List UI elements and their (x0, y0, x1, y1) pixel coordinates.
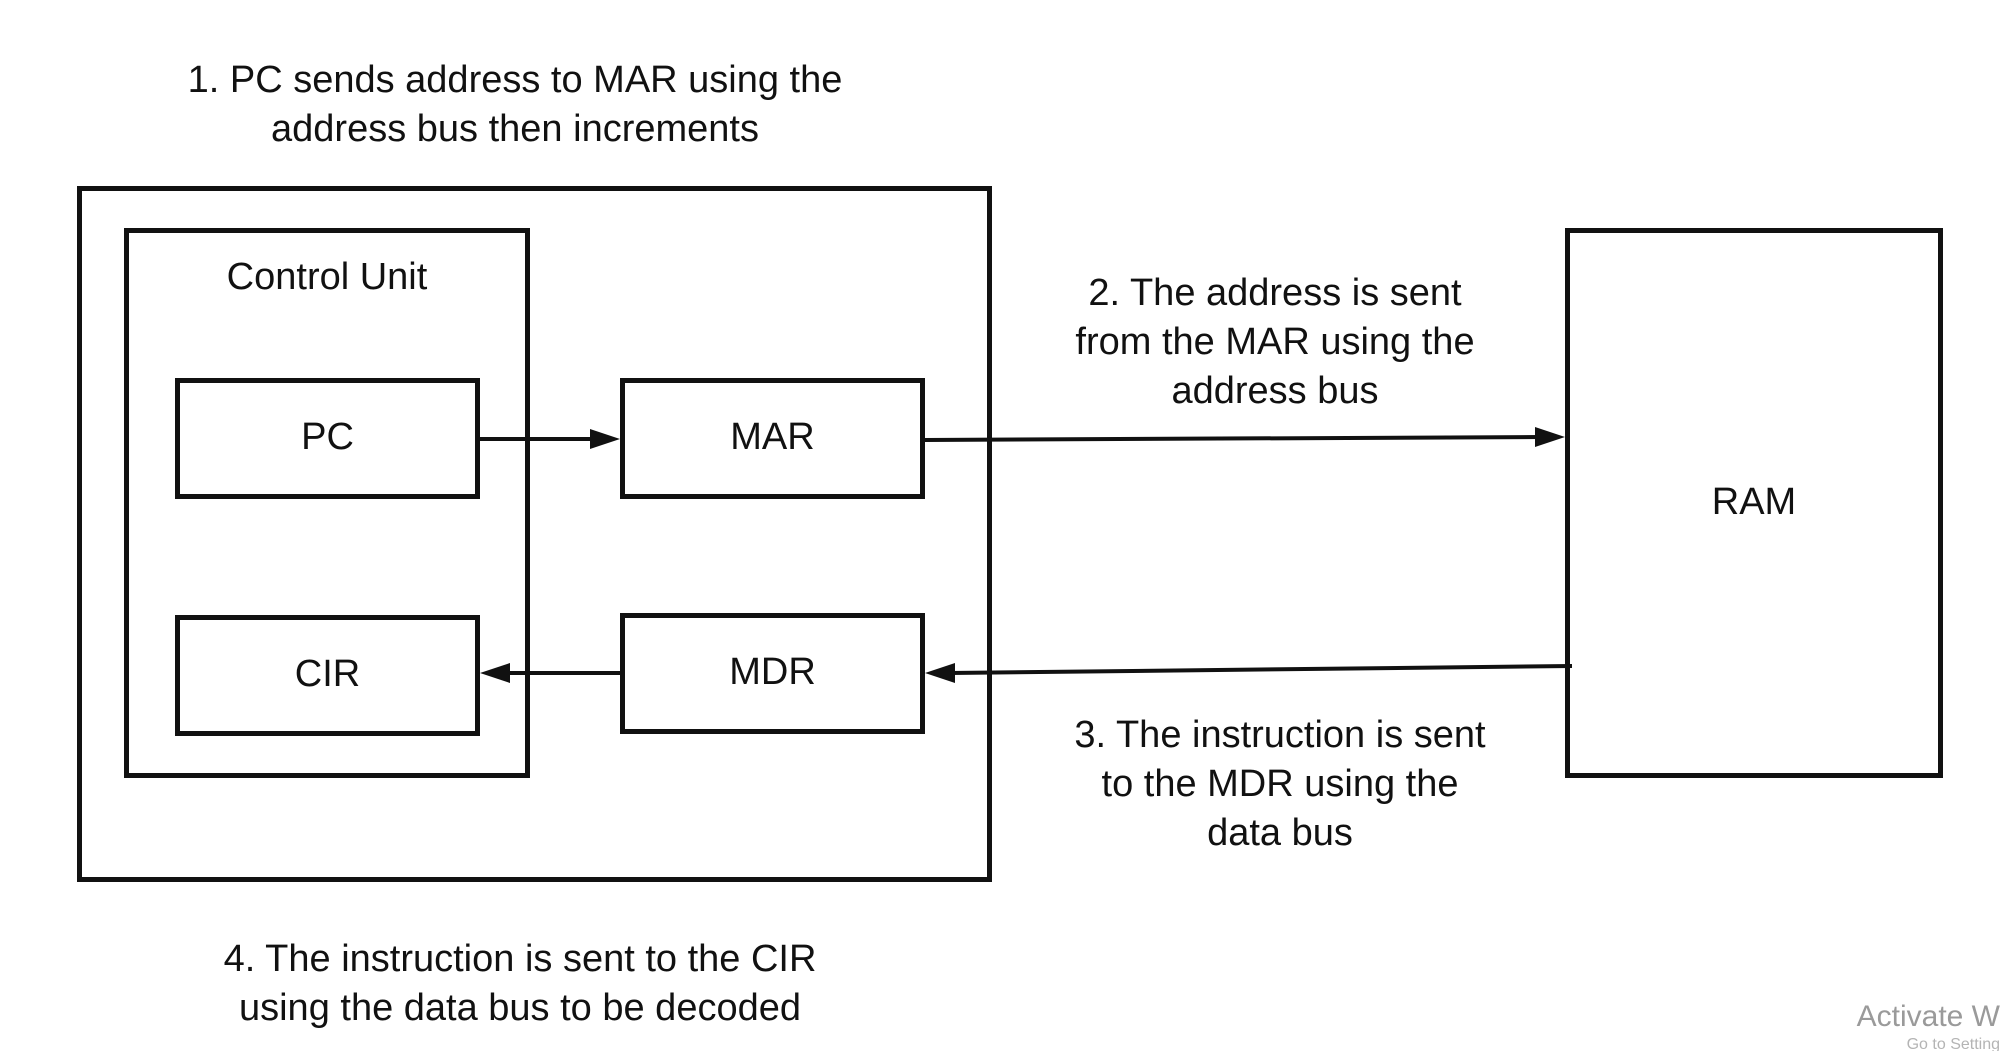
step3-caption-line2: to the MDR using the (1101, 763, 1459, 805)
ram-box (1565, 228, 1943, 778)
step3-caption-line3: data bus (1207, 812, 1353, 854)
mar-register (620, 378, 925, 499)
control-unit-box (124, 228, 530, 778)
ram-label: RAM (1711, 481, 1797, 523)
mdr-register (620, 613, 925, 734)
step2-caption-line2: from the MAR using the (1075, 321, 1475, 363)
ram-to-mdr-arrow-line (949, 664, 1573, 675)
step3-caption: 3. The instruction is sent to the MDR us… (1020, 711, 1540, 858)
step2-caption-line1: 2. The address is sent (1088, 272, 1462, 314)
mar-register-label: MAR (730, 416, 815, 458)
step4-caption-line1: 4. The instruction is sent to the CIR (223, 938, 817, 980)
mdr-register-label: MDR (729, 651, 816, 693)
mar-to-ram-arrow-line (924, 435, 1541, 442)
pc-register (175, 378, 480, 499)
mar-to-ram-arrowhead (1535, 427, 1565, 447)
step4-caption: 4. The instruction is sent to the CIR us… (120, 935, 920, 1033)
activation-watermark: Activate W (1856, 1000, 2000, 1033)
cir-register (175, 615, 480, 736)
step2-caption-line3: address bus (1171, 370, 1379, 412)
step1-caption-line2: address bus then increments (271, 108, 759, 150)
step2-caption: 2. The address is sent from the MAR usin… (1020, 269, 1530, 416)
cpu-box (77, 186, 992, 882)
step1-caption-line1: 1. PC sends address to MAR using the (187, 59, 843, 101)
cir-register-label: CIR (294, 653, 361, 695)
control-unit-label: Control Unit (226, 256, 428, 298)
step4-caption-line2: using the data bus to be decoded (238, 987, 801, 1029)
activation-watermark-sub: Go to Setting (1906, 1036, 2000, 1051)
step3-caption-line1: 3. The instruction is sent (1074, 714, 1486, 756)
pc-register-label: PC (301, 416, 354, 458)
step1-caption: 1. PC sends address to MAR using the add… (100, 56, 930, 154)
